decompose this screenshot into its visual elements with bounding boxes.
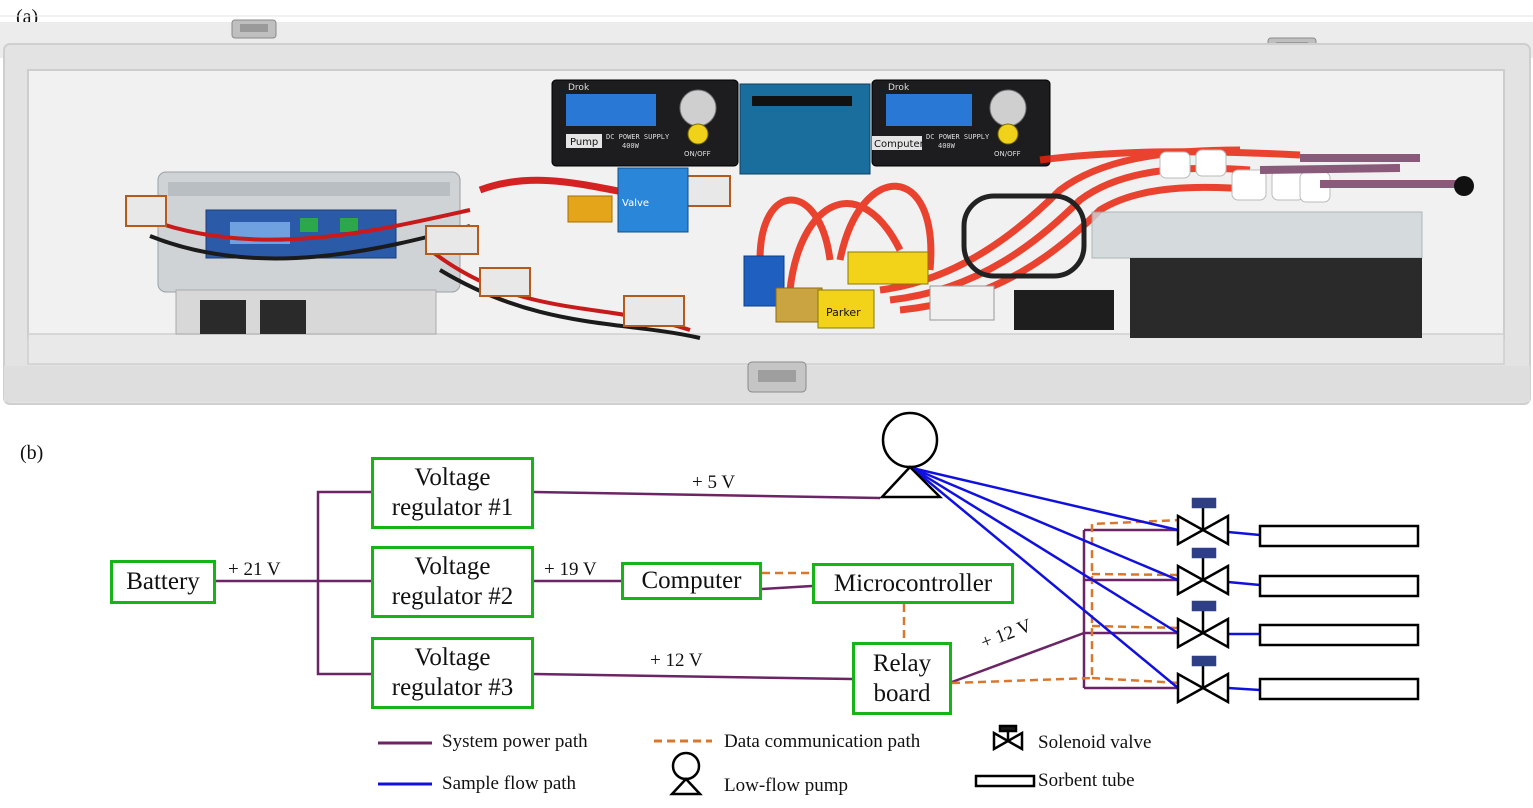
psu-computer-label: Computer — [874, 139, 925, 150]
psu-pump: Pump DC POWER SUPPLY 400W ON/OFF Drok — [551, 79, 739, 167]
legend-power-label: System power path — [442, 731, 588, 752]
panel-b-label: (b) — [20, 442, 44, 464]
vr3-line2: regulator #3 — [391, 674, 514, 701]
computer-board — [1130, 258, 1422, 338]
psu-pump-power-icon — [687, 123, 709, 145]
solenoid-valve-icon-4 — [1176, 655, 1230, 705]
tube-port-icon — [1454, 176, 1474, 196]
node-microcontroller-label: Microcontroller — [833, 569, 993, 597]
legend-pump-label: Low-flow pump — [724, 775, 849, 796]
node-relay-board: Relay board — [852, 642, 952, 715]
legend-tube-icon — [974, 774, 1036, 788]
svg-text:Parker: Parker — [826, 306, 861, 319]
node-computer: Computer — [621, 562, 762, 600]
psu-computer-screen — [886, 94, 972, 126]
node-microcontroller: Microcontroller — [812, 563, 1014, 604]
vr3-line1: Voltage — [414, 644, 491, 671]
node-battery-label: Battery — [126, 568, 200, 595]
latch-left-icon — [231, 19, 277, 39]
svg-text:Valve: Valve — [622, 198, 649, 209]
psu-computer-power-icon — [997, 123, 1019, 145]
node-voltage-regulator-2: Voltage regulator #2 — [371, 546, 534, 618]
psu-pump-label: Pump — [570, 137, 598, 148]
tube-rack — [1091, 211, 1423, 259]
svg-text:400W: 400W — [938, 142, 956, 150]
edge-label-vr1: + 5 V — [692, 472, 736, 493]
node-voltage-regulator-1: Voltage regulator #1 — [371, 457, 534, 529]
relay-line1: Relay — [872, 649, 932, 677]
solenoid-valve-icon-2 — [1176, 547, 1230, 597]
legend-flow-label: Sample flow path — [442, 773, 577, 794]
vr2-line1: Voltage — [414, 553, 491, 580]
svg-text:400W: 400W — [622, 142, 640, 150]
edge-label-vr2: + 19 V — [544, 559, 597, 580]
device-photo: Pump DC POWER SUPPLY 400W ON/OFF Drok Co… — [0, 15, 1533, 405]
node-voltage-regulator-3: Voltage regulator #3 — [371, 637, 534, 709]
legend-pump-icon — [669, 751, 703, 796]
edge-label-relay: + 12 V — [978, 615, 1035, 654]
svg-text:Drok: Drok — [888, 83, 910, 93]
sorbent-tubes — [1258, 524, 1420, 701]
psu-computer: Computer DC POWER SUPPLY 400W ON/OFF Dro… — [871, 79, 1051, 167]
xt60-connector — [567, 195, 613, 223]
svg-text:Drok: Drok — [568, 83, 590, 93]
legend-tube-label: Sorbent tube — [1038, 770, 1135, 791]
vr1-line2: regulator #1 — [391, 494, 514, 521]
sorbent-tube-icon-1 — [1258, 524, 1420, 548]
solenoid-valve-icon-3 — [1176, 600, 1230, 650]
node-battery: Battery — [110, 560, 216, 604]
photo-valves: Parker — [743, 251, 995, 329]
vr2-line2: regulator #2 — [391, 583, 514, 610]
psu-computer-knob-icon — [989, 89, 1027, 127]
solenoid-valve-icon-1 — [1176, 497, 1230, 547]
relay-module — [617, 167, 689, 233]
latch-front-icon — [747, 361, 807, 393]
svg-text:DC POWER SUPPLY: DC POWER SUPPLY — [606, 133, 670, 141]
psu-pump-knob-icon — [679, 89, 717, 127]
edge-label-vr3: + 12 V — [650, 650, 703, 671]
sorbent-tube-icon-4 — [1258, 677, 1420, 701]
node-computer-label: Computer — [641, 567, 742, 594]
svg-text:DC POWER SUPPLY: DC POWER SUPPLY — [926, 133, 990, 141]
sorbent-tube-icon-3 — [1258, 623, 1420, 647]
legend-valve-icon — [992, 724, 1024, 752]
relay-line2: board — [873, 679, 931, 707]
legend-valve-label: Solenoid valve — [1038, 732, 1152, 753]
sorbent-tube-icon-2 — [1258, 574, 1420, 598]
case-front-lip — [27, 333, 1505, 365]
vr1-line1: Voltage — [414, 464, 491, 491]
pump-icon — [879, 411, 944, 499]
edge-label-battery: + 21 V — [228, 559, 281, 580]
legend-data-label: Data communication path — [724, 731, 921, 752]
svg-text:ON/OFF: ON/OFF — [684, 150, 711, 158]
psu-pump-screen — [566, 94, 656, 126]
svg-text:ON/OFF: ON/OFF — [994, 150, 1021, 158]
